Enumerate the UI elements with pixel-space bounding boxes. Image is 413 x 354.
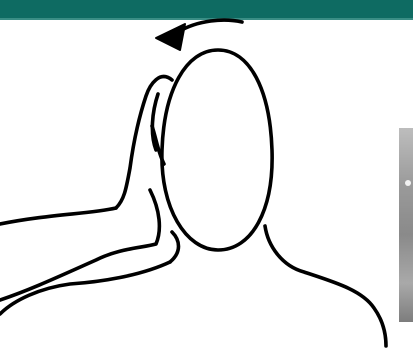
head-outline	[162, 50, 272, 250]
photo-highlight-dot	[405, 180, 411, 186]
side-photo-strip	[399, 128, 413, 322]
left-neck-line	[170, 232, 179, 262]
left-shoulder-line	[0, 262, 170, 314]
rotation-arrowhead-icon	[156, 24, 185, 50]
rotation-arrow-icon	[178, 20, 242, 32]
forearm-upper-edge	[0, 208, 116, 224]
right-neck-shoulder	[265, 226, 386, 346]
